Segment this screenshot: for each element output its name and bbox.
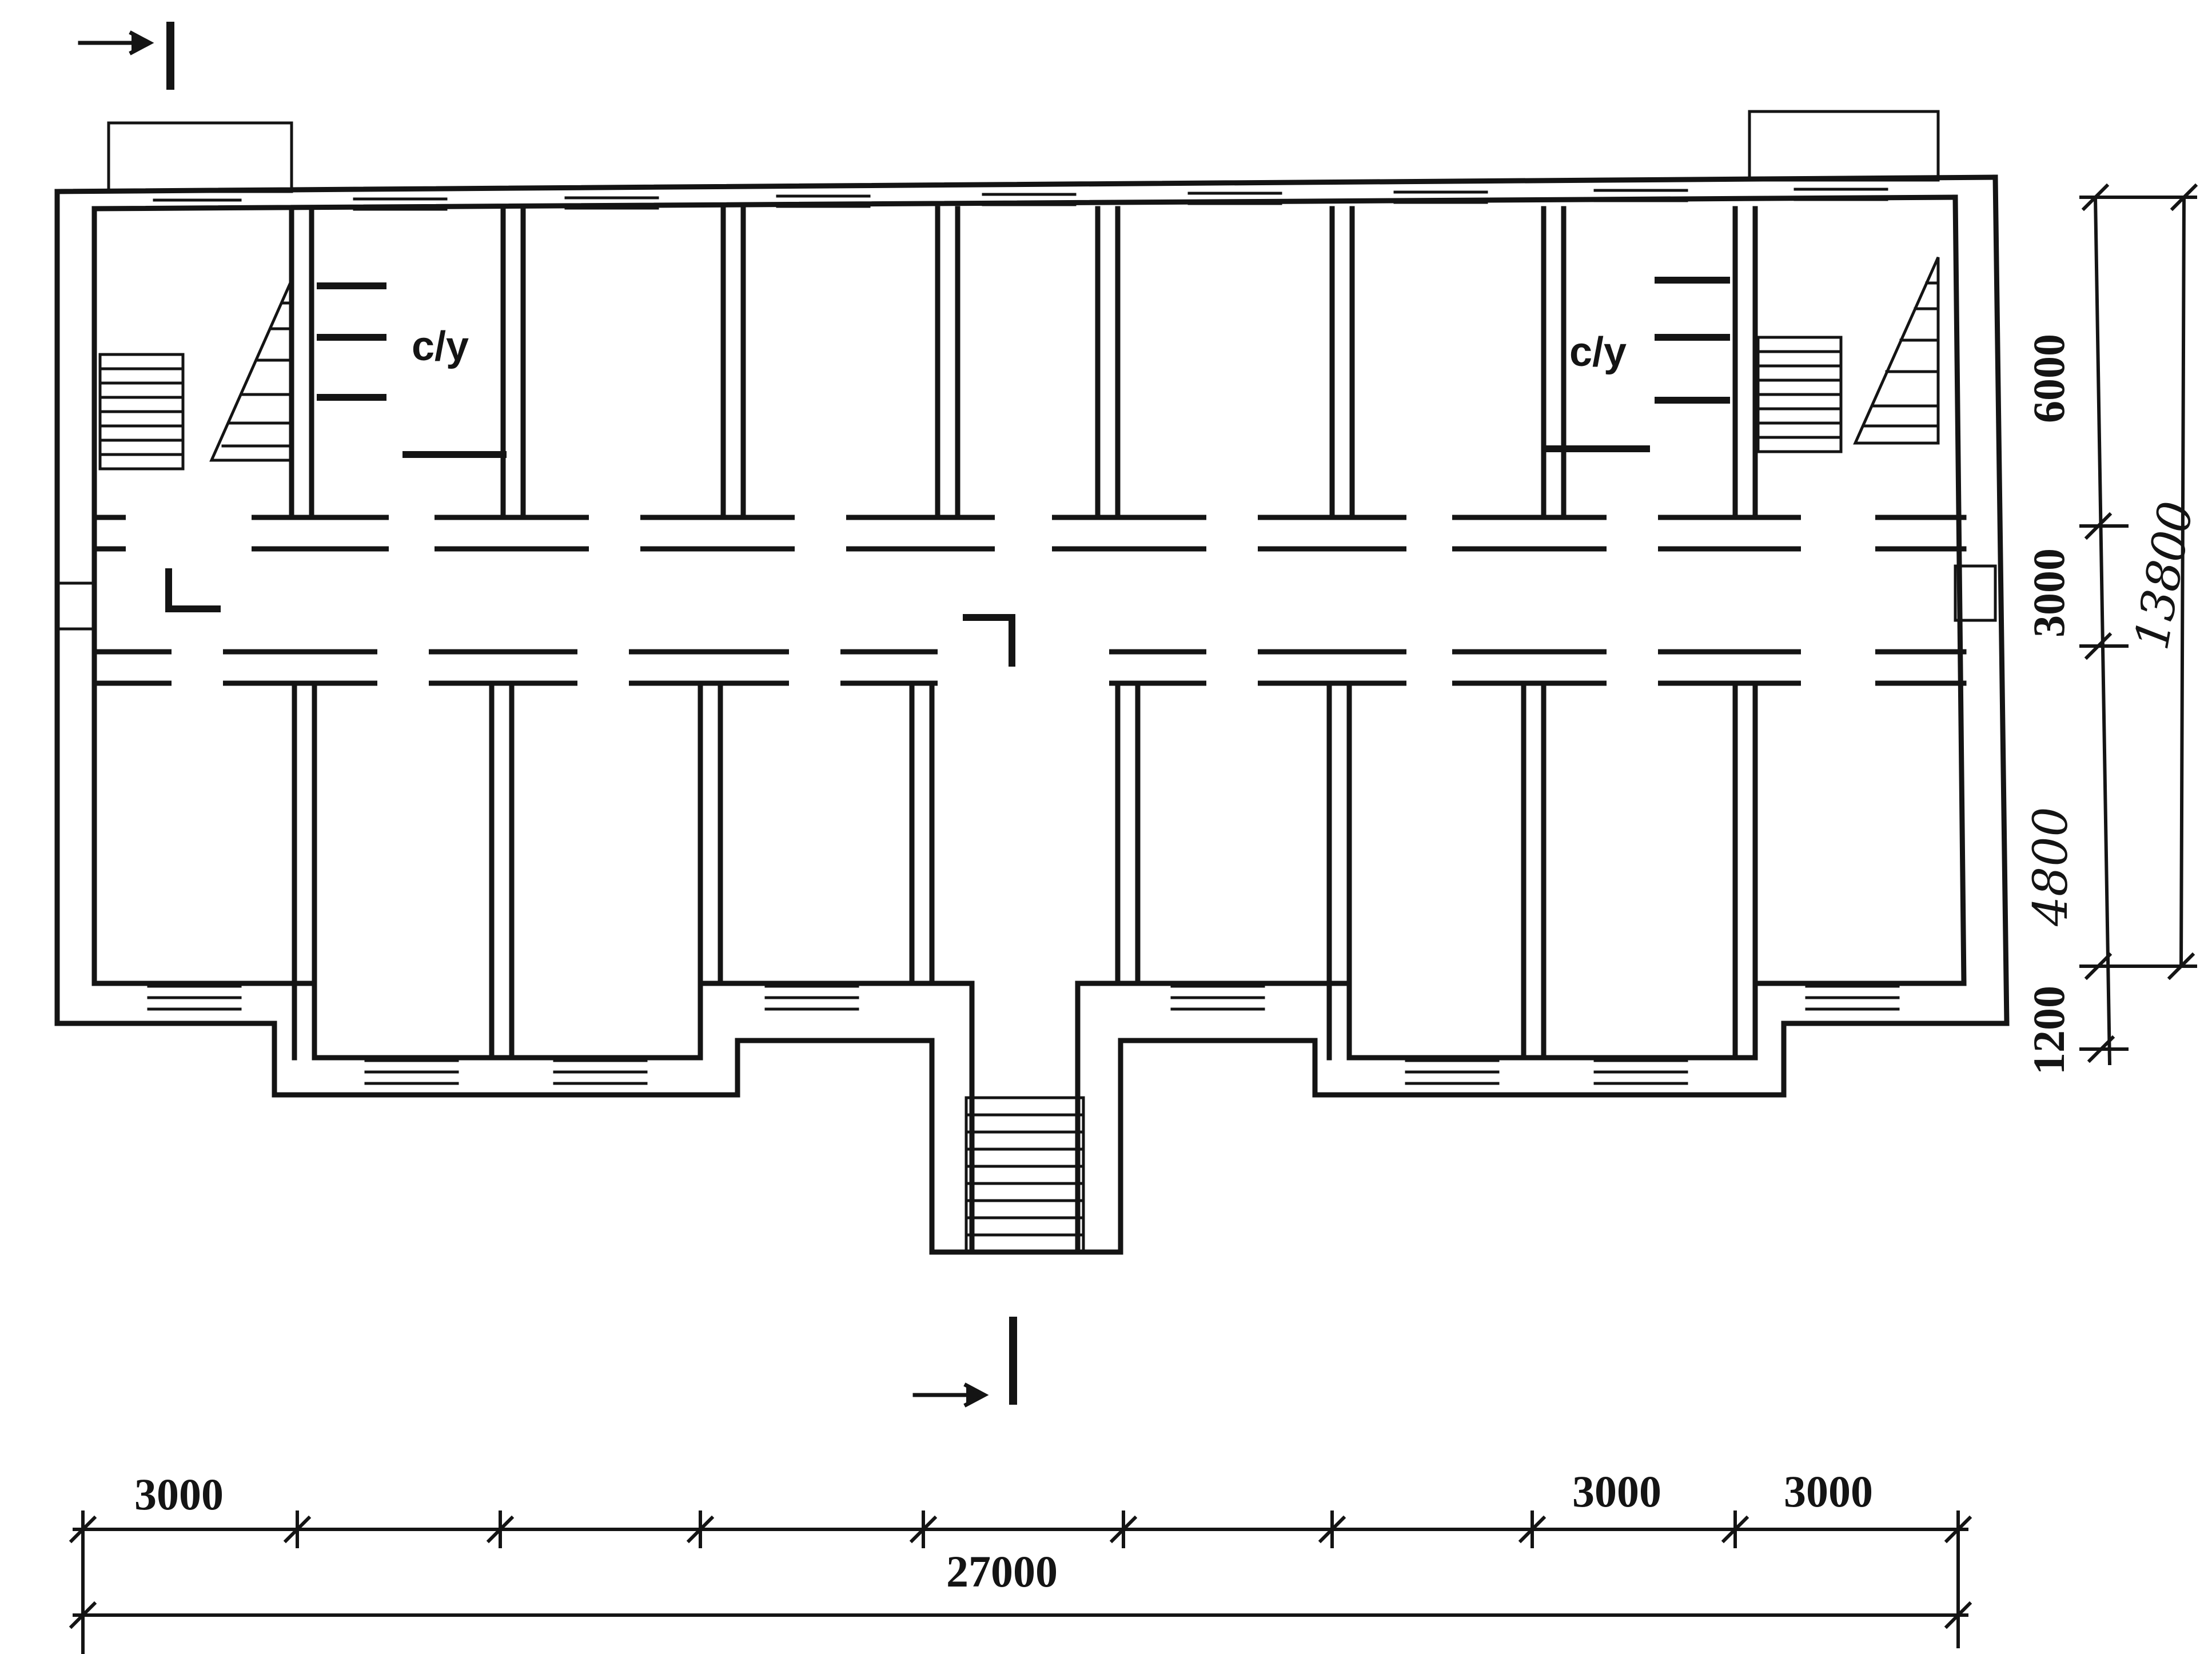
dim-right-4800: 4800: [2024, 807, 2078, 927]
wc-fixtures: [317, 277, 1730, 458]
right-dimension-lines: [2079, 183, 2198, 1066]
section-mark-top: [78, 22, 174, 90]
dim-right-3000: 3000: [2024, 548, 2074, 637]
room-label-wc-left: с/у: [412, 324, 469, 369]
north-partitions: [289, 206, 1758, 520]
corridor-marks: [165, 568, 1015, 667]
windows: [55, 177, 1997, 1085]
dim-right-13800: 13800: [2125, 497, 2204, 653]
section-mark-bottom: [912, 1317, 1017, 1408]
bottom-dimension-lines: [69, 1510, 1972, 1654]
dim-bottom-right-3000-a: 3000: [1572, 1466, 1661, 1516]
door-openings: [126, 512, 1875, 995]
room-label-wc-right: с/у: [1569, 329, 1627, 375]
staircase-left: [98, 121, 293, 471]
staircase-entrance: [964, 1096, 1085, 1254]
dim-bottom-right-3000-b: 3000: [1784, 1466, 1873, 1516]
south-partitions: [292, 680, 1758, 1061]
dim-bottom-overall-27000: 27000: [946, 1547, 1058, 1596]
dim-bottom-left-3000: 3000: [134, 1469, 224, 1519]
staircase-right: [1748, 110, 1940, 453]
dim-right-6000: 6000: [2024, 334, 2074, 423]
dim-right-1200: 1200: [2024, 986, 2074, 1075]
